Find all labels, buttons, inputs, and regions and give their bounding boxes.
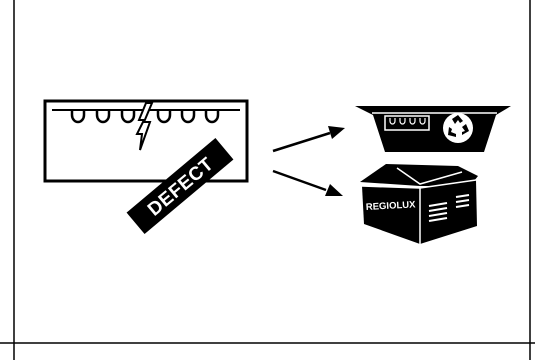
lamp-sockets <box>70 110 220 124</box>
arrow-to-recycling <box>272 131 331 153</box>
building-vents <box>428 194 470 222</box>
arrowhead-recycling <box>328 126 345 139</box>
arrows <box>272 126 345 196</box>
arrowhead-manufacturer <box>325 184 343 196</box>
crack-mark <box>135 102 154 151</box>
recycling-bin <box>355 106 511 152</box>
arrow-to-manufacturer <box>272 169 327 192</box>
manufacturer-building: REGIOLUX <box>360 164 478 244</box>
recycle-icon <box>443 113 473 143</box>
manufacturer-label: REGIOLUX <box>366 199 417 213</box>
